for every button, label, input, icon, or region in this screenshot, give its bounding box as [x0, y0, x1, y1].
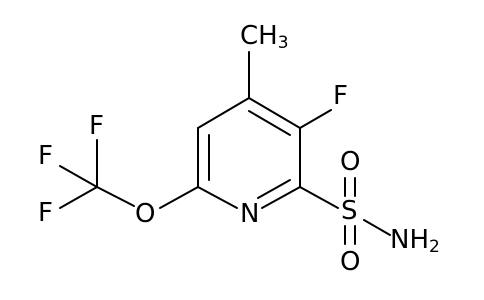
bond-c2-sulfur	[299, 186, 339, 209]
atom-labels: CH3 F N S O O NH2 O F F F	[38, 21, 440, 277]
atom-trifluoro-f-bottom: F	[38, 198, 53, 228]
bond-s-nh2	[363, 219, 391, 236]
bond-c4-c3	[248, 97, 301, 129]
atom-trifluoro-f-left: F	[38, 141, 53, 171]
atom-methyl: CH3	[240, 21, 289, 53]
atom-sulfur: S	[341, 196, 358, 226]
bond-c4-c3-inner	[248, 110, 291, 136]
atom-ring-nitrogen: N	[240, 199, 259, 229]
bond-cf3-f-left	[59, 165, 98, 188]
atom-fluoro: F	[333, 81, 348, 111]
bond-c6-oxygen	[159, 186, 199, 209]
bond-c3-fluoro	[299, 109, 332, 129]
atom-amide: NH2	[390, 225, 440, 257]
bond-c5-c4	[197, 97, 250, 129]
bond-c2-n1-inner	[257, 179, 291, 199]
atom-sulfonyl-oxygen-bottom: O	[340, 247, 360, 277]
bond-oxygen-cf3	[96, 186, 135, 207]
bond-cf3-f-bottom	[59, 186, 98, 209]
bonds	[59, 51, 391, 245]
bond-n1-c6	[197, 186, 238, 209]
atom-sulfonyl-oxygen-top: O	[340, 147, 360, 177]
atom-trifluoro-f-top: F	[89, 111, 104, 141]
atom-ether-oxygen: O	[135, 199, 155, 229]
bond-c2-n1	[261, 186, 301, 209]
